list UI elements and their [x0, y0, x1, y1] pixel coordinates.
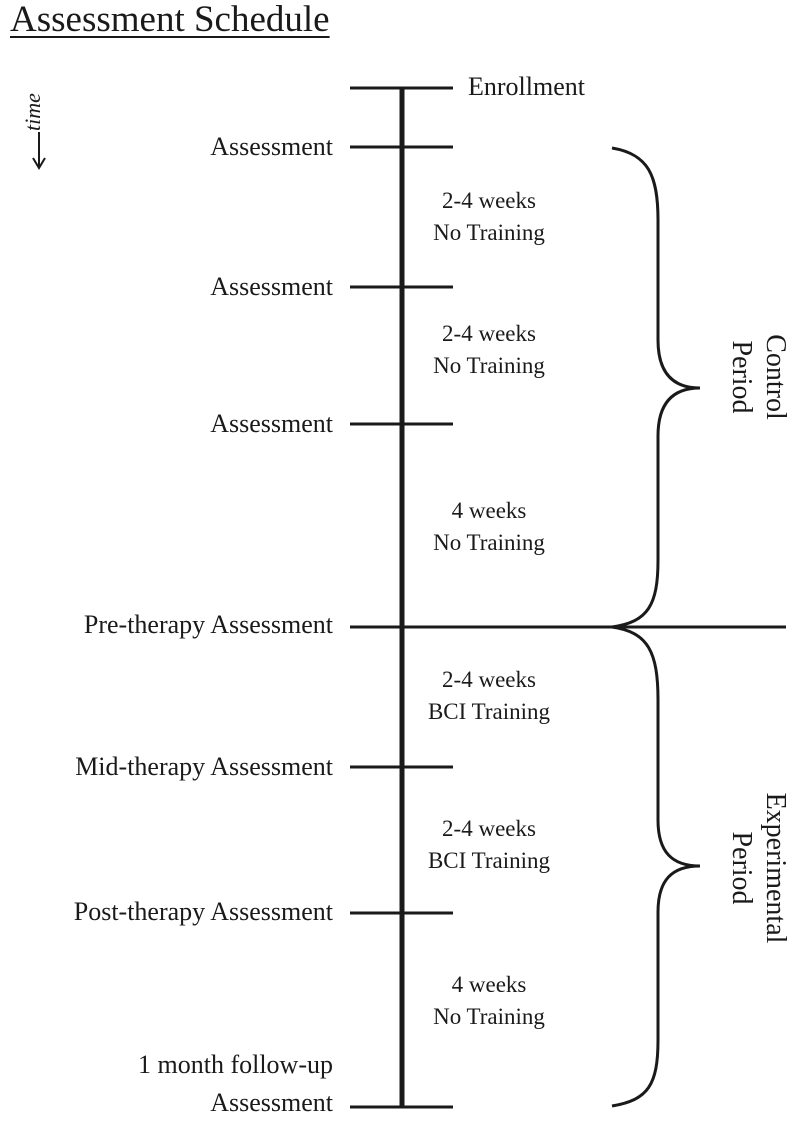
diagram-title: Assessment Schedule	[10, 0, 330, 40]
interval-2: 2-4 weeks No Training	[389, 318, 589, 382]
period-control-line2: Period	[726, 340, 757, 414]
event-pre-therapy: Pre-therapy Assessment	[83, 610, 333, 639]
interval-duration: 2-4 weeks	[442, 321, 536, 346]
event-followup-line2: Assessment	[210, 1088, 333, 1117]
interval-duration: 2-4 weeks	[442, 188, 536, 213]
interval-3: 4 weeks No Training	[389, 495, 589, 559]
time-arrow-icon	[32, 132, 46, 170]
interval-4: 2-4 weeks BCI Training	[389, 664, 589, 728]
interval-duration: 2-4 weeks	[442, 667, 536, 692]
period-experimental: Experimental Period	[720, 718, 792, 1018]
event-mid-therapy: Mid-therapy Assessment	[75, 752, 333, 781]
event-post-therapy: Post-therapy Assessment	[73, 897, 333, 926]
control-period-brace	[611, 146, 701, 629]
interval-activity: No Training	[433, 1004, 545, 1029]
event-followup-line1: 1 month follow-up	[138, 1050, 333, 1079]
interval-duration: 4 weeks	[451, 972, 527, 997]
period-control-line1: Control	[760, 334, 791, 420]
interval-activity: No Training	[433, 530, 545, 555]
event-assessment-1: Assessment	[210, 132, 333, 161]
interval-activity: No Training	[433, 220, 545, 245]
event-enrollment: Enrollment	[468, 72, 585, 101]
period-experimental-line1: Experimental	[760, 792, 791, 944]
period-experimental-line2: Period	[726, 831, 757, 905]
interval-1: 2-4 weeks No Training	[389, 185, 589, 249]
event-assessment-2: Assessment	[210, 272, 333, 301]
interval-activity: No Training	[433, 353, 545, 378]
interval-6: 4 weeks No Training	[389, 969, 589, 1033]
interval-activity: BCI Training	[427, 699, 551, 724]
period-control: Control Period	[720, 227, 792, 527]
event-assessment-3: Assessment	[210, 409, 333, 438]
interval-activity: BCI Training	[427, 848, 551, 873]
interval-5: 2-4 weeks BCI Training	[389, 813, 589, 877]
interval-duration: 2-4 weeks	[442, 816, 536, 841]
experimental-period-brace	[611, 625, 701, 1108]
interval-duration: 4 weeks	[451, 498, 527, 523]
